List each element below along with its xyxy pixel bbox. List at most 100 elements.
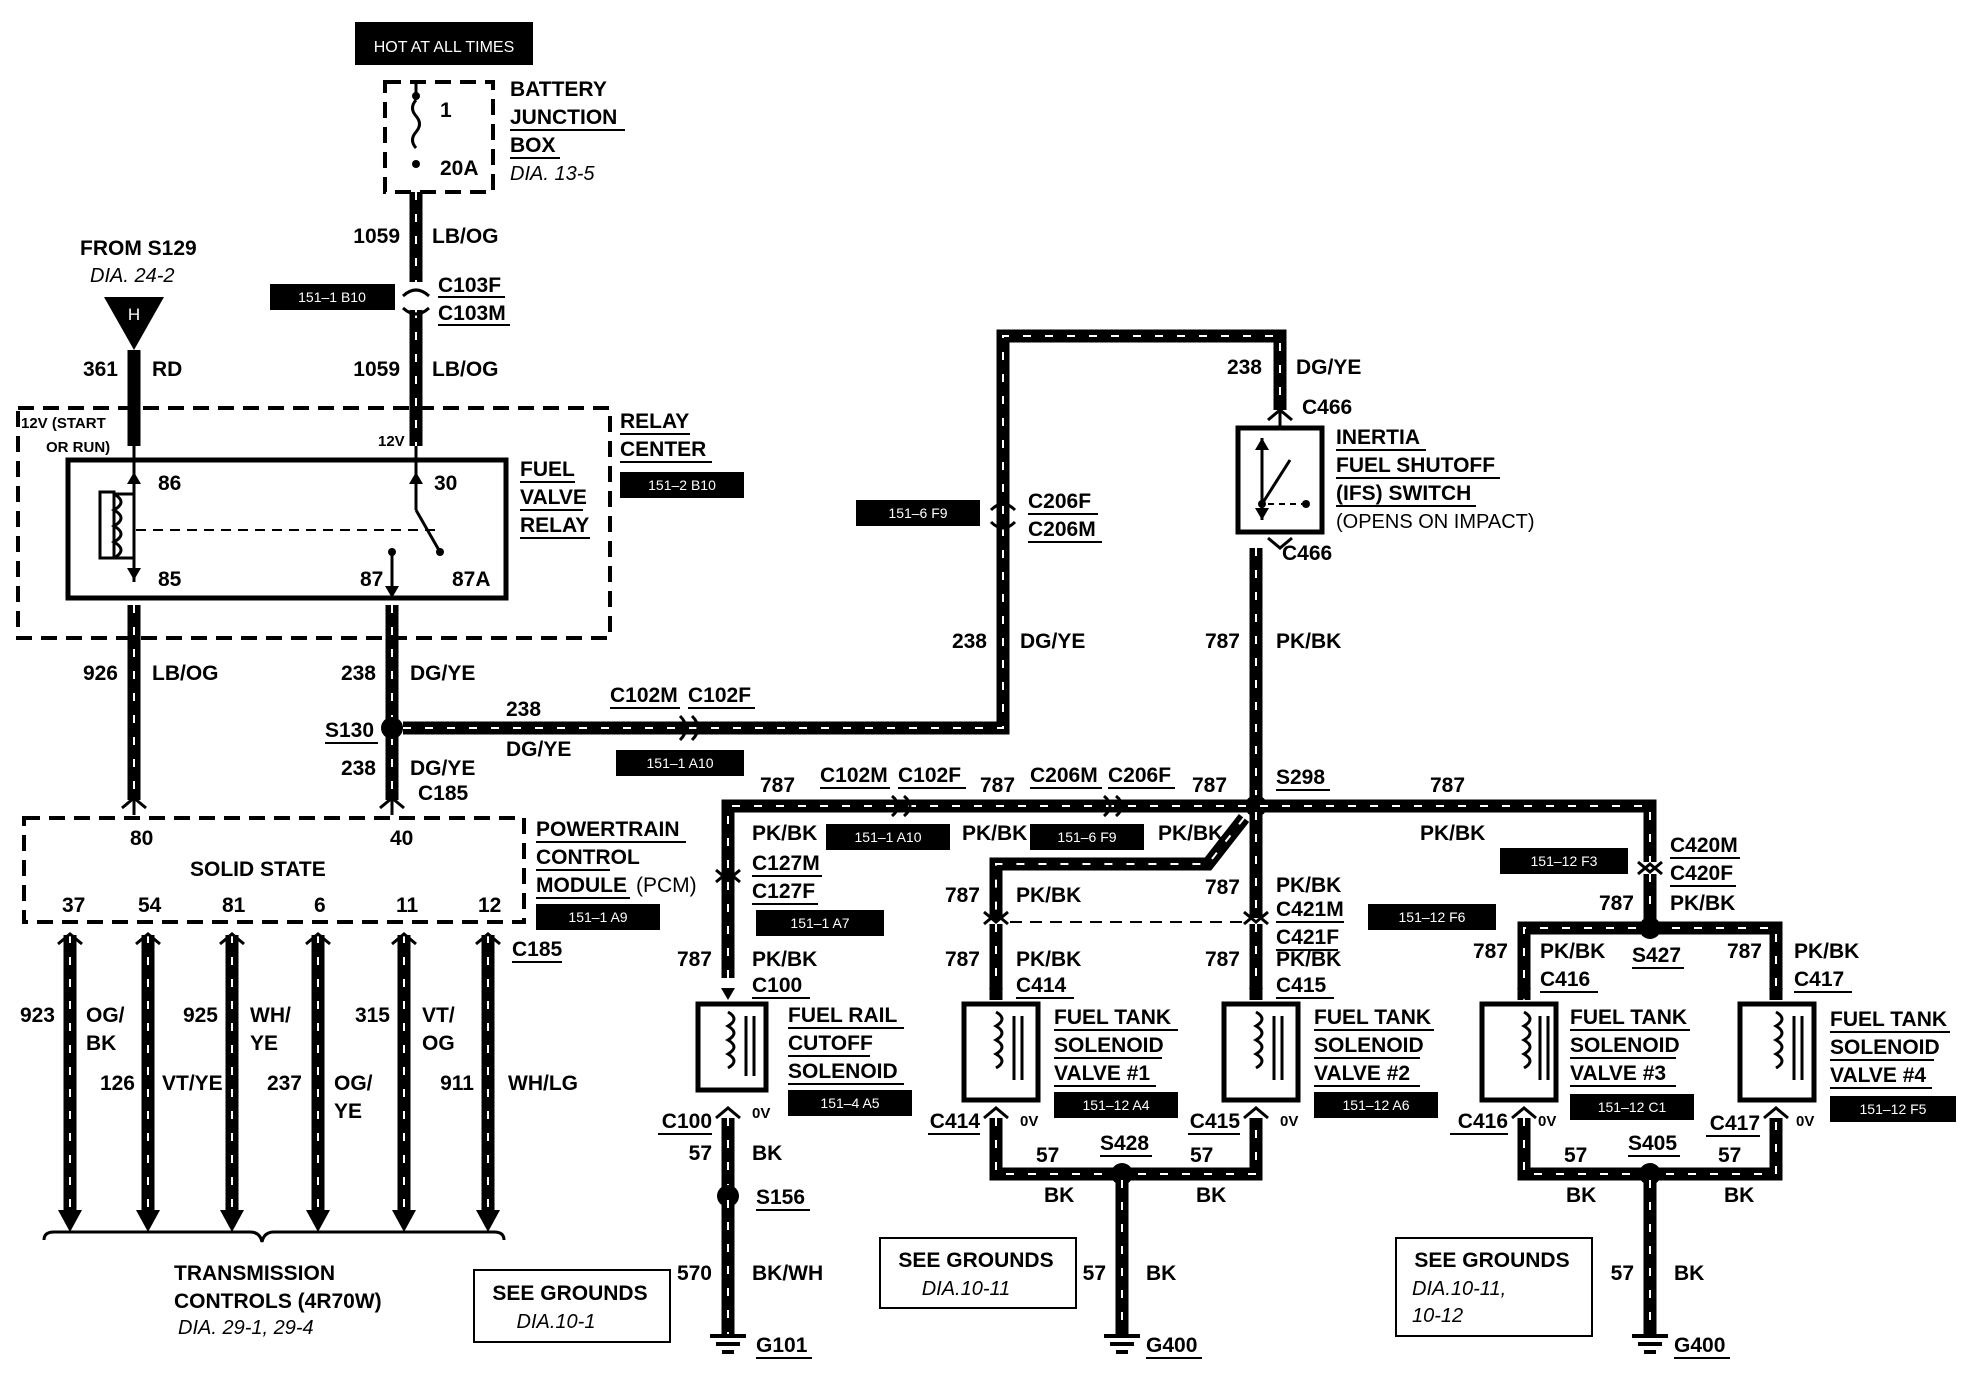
svg-text:VALVE #2: VALVE #2 — [1314, 1062, 1410, 1085]
hot-at-all-times-tag: HOT AT ALL TIMES — [355, 22, 533, 65]
connector-icon — [678, 714, 700, 742]
svg-text:C415: C415 — [1276, 974, 1327, 997]
svg-text:C420M: C420M — [1670, 834, 1738, 857]
svg-text:CENTER: CENTER — [620, 438, 706, 461]
svg-text:PK/BK: PK/BK — [1016, 948, 1081, 971]
bracket — [42, 1230, 506, 1243]
svg-text:151–6 F9: 151–6 F9 — [1057, 829, 1116, 845]
svg-text:6: 6 — [314, 894, 326, 917]
svg-text:57: 57 — [1564, 1144, 1587, 1167]
see-grounds-10-11: SEE GROUNDS DIA.10-11 — [879, 1237, 1077, 1309]
svg-text:LB/OG: LB/OG — [432, 358, 499, 381]
svg-text:VT/YE: VT/YE — [162, 1072, 223, 1095]
svg-text:12V: 12V — [378, 433, 405, 450]
svg-text:126: 126 — [100, 1072, 135, 1095]
see-grounds-10-11-10-12: SEE GROUNDS DIA.10-11, 10-12 — [1395, 1237, 1593, 1337]
svg-text:C100: C100 — [662, 1110, 712, 1133]
svg-text:0V: 0V — [1796, 1113, 1814, 1130]
svg-text:SOLENOID: SOLENOID — [788, 1060, 898, 1083]
svg-text:C416: C416 — [1540, 968, 1590, 991]
svg-text:10-12: 10-12 — [1412, 1305, 1463, 1327]
wire-787-ifs: 787 PK/BK S298 — [1205, 548, 1341, 817]
svg-text:FUEL TANK: FUEL TANK — [1314, 1006, 1431, 1029]
svg-text:POWERTRAIN: POWERTRAIN — [536, 818, 680, 841]
svg-text:SOLENOID: SOLENOID — [1314, 1034, 1424, 1057]
solenoid-valve2: FUEL TANK SOLENOID VALVE #2 151–12 A6 0V — [1221, 1001, 1438, 1130]
svg-text:C421F: C421F — [1276, 926, 1339, 949]
svg-text:BATTERY: BATTERY — [510, 78, 607, 101]
svg-text:LB/OG: LB/OG — [152, 662, 219, 685]
svg-text:923: 923 — [20, 1004, 55, 1027]
svg-text:238: 238 — [1227, 356, 1262, 379]
svg-text:787: 787 — [760, 774, 795, 797]
svg-text:C466: C466 — [1282, 542, 1332, 565]
svg-text:787: 787 — [980, 774, 1015, 797]
svg-text:787: 787 — [1192, 774, 1227, 797]
output-wire-911: 911 WH/LG — [440, 932, 578, 1232]
svg-text:787: 787 — [945, 948, 980, 971]
svg-text:SOLID STATE: SOLID STATE — [190, 858, 326, 881]
svg-text:151–12 F3: 151–12 F3 — [1531, 853, 1598, 869]
svg-text:20A: 20A — [440, 157, 479, 180]
svg-text:37: 37 — [62, 894, 85, 917]
svg-text:G101: G101 — [756, 1334, 808, 1357]
svg-text:OG/: OG/ — [86, 1004, 125, 1027]
svg-text:VALVE: VALVE — [520, 486, 587, 509]
svg-text:C102M: C102M — [610, 684, 678, 707]
svg-text:151–12 A6: 151–12 A6 — [1343, 1097, 1410, 1113]
branch-fuel-rail: C127M C127F 151–1 A7 787 PK/BK C100 — [677, 852, 884, 1000]
svg-text:C127M: C127M — [752, 852, 820, 875]
battery-junction-box: 1 20A BATTERY JUNCTION BOX DIA. 13-5 — [383, 78, 625, 194]
solenoid-coil-icon — [725, 1010, 736, 1070]
svg-text:BK: BK — [1566, 1184, 1596, 1207]
pcm-module: 80 40 SOLID STATE 37 54 81 6 11 12 POWER… — [22, 796, 697, 963]
svg-text:86: 86 — [158, 472, 181, 495]
svg-text:57: 57 — [1611, 1262, 1634, 1285]
relay-center: 12V (START OR RUN) 12V RELAY CENTER 151–… — [16, 406, 744, 640]
svg-text:(OPENS ON IMPACT): (OPENS ON IMPACT) — [1336, 511, 1535, 533]
svg-text:C206F: C206F — [1028, 490, 1091, 513]
svg-text:JUNCTION: JUNCTION — [510, 106, 617, 129]
wire-238-relay: 238 DG/YE S130 238 DG/YE C185 — [325, 605, 475, 805]
svg-text:S130: S130 — [325, 719, 374, 742]
svg-text:787: 787 — [1599, 892, 1634, 915]
ground-g400-b-branch: C416 C417 57 57 BK BK S405 57 BK G400 — [1450, 1106, 1789, 1359]
svg-text:DIA. 13-5: DIA. 13-5 — [510, 163, 595, 185]
wire-926: 926 LB/OG — [83, 605, 219, 800]
svg-text:57: 57 — [1718, 1144, 1741, 1167]
svg-text:54: 54 — [138, 894, 162, 917]
svg-text:PK/BK: PK/BK — [1794, 940, 1859, 963]
fuse-icon — [411, 99, 421, 149]
solenoid-fuel-rail: FUEL RAIL CUTOFF SOLENOID 151–4 A5 0V — [695, 1001, 912, 1122]
connector-icon — [989, 502, 1017, 530]
svg-text:DIA. 29-1, 29-4: DIA. 29-1, 29-4 — [178, 1317, 314, 1339]
svg-text:FUEL: FUEL — [520, 458, 575, 481]
svg-text:SOLENOID: SOLENOID — [1830, 1036, 1940, 1059]
from-s129: FROM S129 DIA. 24-2 H 361 RD — [80, 237, 197, 446]
svg-text:80: 80 — [130, 827, 153, 850]
svg-text:RELAY: RELAY — [520, 514, 589, 537]
output-wire-923: 923 OG/ BK — [20, 932, 125, 1232]
svg-text:S428: S428 — [1100, 1132, 1149, 1155]
svg-text:FROM S129: FROM S129 — [80, 237, 197, 260]
solenoid-valve3: FUEL TANK SOLENOID VALVE #3 151–12 C1 0V — [1479, 1001, 1694, 1130]
svg-text:787: 787 — [677, 948, 712, 971]
svg-text:BK: BK — [1724, 1184, 1754, 1207]
ground-g400-a-branch: C414 C415 57 57 BK BK S428 57 BK G400 — [928, 1106, 1269, 1359]
svg-text:151–12 C1: 151–12 C1 — [1598, 1099, 1667, 1115]
svg-text:OG/: OG/ — [334, 1072, 373, 1095]
svg-text:DIA.10-11,: DIA.10-11, — [1412, 1278, 1506, 1300]
svg-text:C414: C414 — [1016, 974, 1067, 997]
svg-text:87A: 87A — [452, 568, 491, 591]
solenoid-valve4: FUEL TANK SOLENOID VALVE #4 151–12 F5 0V — [1737, 1001, 1956, 1130]
svg-text:BK: BK — [1044, 1184, 1074, 1207]
svg-text:151–12 F5: 151–12 F5 — [1860, 1101, 1927, 1117]
svg-text:DIA.10-11: DIA.10-11 — [922, 1278, 1011, 1300]
svg-text:PK/BK: PK/BK — [752, 948, 817, 971]
svg-text:DG/YE: DG/YE — [410, 757, 475, 780]
splice-s427 — [1639, 917, 1661, 939]
ground-icon — [1104, 1334, 1140, 1354]
svg-text:C185: C185 — [512, 938, 563, 961]
fuel-valve-relay: 86 85 30 87 87A FUEL VALVE RELAY — [65, 446, 590, 601]
